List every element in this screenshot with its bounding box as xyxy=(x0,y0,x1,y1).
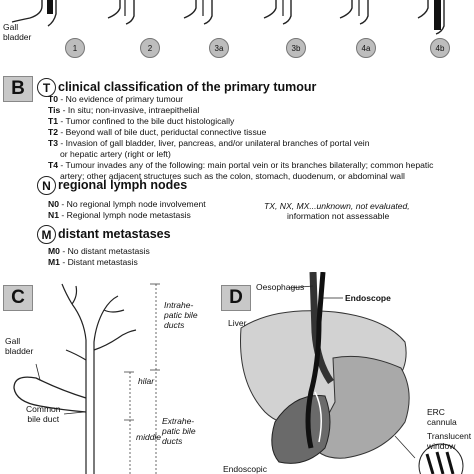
intrahepatic-label: Intrahe- patic bile ducts xyxy=(164,300,198,330)
stage-badge-1: 1 xyxy=(65,38,85,58)
row-code: T3 xyxy=(48,138,59,148)
row-text: - No evidence of primary tumour xyxy=(58,94,184,104)
row-code: M1 xyxy=(48,257,60,267)
panel-c-letter: C xyxy=(3,285,33,311)
stage-2-duct xyxy=(107,0,135,25)
row-text: - Distant metastasis xyxy=(59,257,138,267)
m-badge: M xyxy=(37,225,56,244)
oesophagus-label: Oesophagus xyxy=(256,282,305,292)
stage-badge-2: 2 xyxy=(140,38,160,58)
stage-badge-3b: 3b xyxy=(286,38,306,58)
row-code: T4 xyxy=(48,160,59,170)
stage-1-duct xyxy=(11,0,57,27)
n-badge: N xyxy=(37,176,56,195)
classification-row: T3 - Invasion of gall bladder, liver, pa… xyxy=(48,138,370,148)
t-badge: T xyxy=(37,78,56,97)
stage-badge-4a: 4a xyxy=(356,38,376,58)
bile-duct-anatomy-drawing xyxy=(13,283,160,474)
bile-duct-stage-drawings xyxy=(11,0,445,35)
row-code: Tis xyxy=(48,105,61,115)
middle-label: middle xyxy=(136,432,162,442)
row-code: T2 xyxy=(48,127,59,137)
row-text: - Beyond wall of bile duct, periductal c… xyxy=(58,127,267,137)
classification-row: Tis - In situ; non-invasive, intraepithe… xyxy=(48,105,199,115)
classification-row: M0 - No distant metastasis xyxy=(48,246,150,256)
row-text: - Tumour invades any of the following: m… xyxy=(58,160,434,170)
stage-3a-duct xyxy=(183,0,213,25)
stage-4b-duct xyxy=(417,0,445,35)
row-code: N0 xyxy=(48,199,59,209)
classification-row: T2 - Beyond wall of bile duct, periducta… xyxy=(48,127,266,137)
classification-row: T1 - Tumor confined to the bile duct his… xyxy=(48,116,234,126)
extrahepatic-label: Extrahe- patic bile ducts xyxy=(162,416,196,446)
classification-row: T4 - Tumour invades any of the following… xyxy=(48,160,433,170)
common-bile-duct-label: Common bile duct xyxy=(26,404,61,424)
classification-row: N0 - No regional lymph node involvement xyxy=(48,199,206,209)
erc-cannula-label: ERC cannula xyxy=(427,407,457,427)
stage-badge-4b: 4b xyxy=(430,38,450,58)
stage-badge-3a: 3a xyxy=(209,38,229,58)
hilar-label: hilar xyxy=(138,376,155,386)
m-section-title: distant metastases xyxy=(58,227,171,241)
liver-label: Liver xyxy=(228,318,247,328)
stage-4a-duct xyxy=(339,0,369,25)
gallbladder-label-a: Gall bladder xyxy=(3,22,32,42)
n-section-title: regional lymph nodes xyxy=(58,178,188,192)
row-text: - Tumor confined to the bile duct histol… xyxy=(58,116,235,126)
row-code: N1 xyxy=(48,210,59,220)
panel-d-letter: D xyxy=(221,285,251,311)
row-text: - No distant metastasis xyxy=(59,246,150,256)
t-section-title: clinical classification of the primary t… xyxy=(58,80,317,94)
panel-b-letter: B xyxy=(3,76,33,102)
endoscopy-anatomy-drawing xyxy=(240,272,464,474)
row-text: or hepatic artery (right or left) xyxy=(60,149,171,159)
row-text: - Invasion of gall bladder, liver, pancr… xyxy=(58,138,370,148)
row-code: T0 xyxy=(48,94,59,104)
row-text: artery; other adjacent structures such a… xyxy=(60,171,405,181)
unknown-note-line1: TX, NX, MX...unknown, not evaluated, xyxy=(264,201,410,211)
translucent-window-label: Translucent window xyxy=(427,431,472,451)
row-text: - No regional lymph node involvement xyxy=(59,199,206,209)
row-text: - In situ; non-invasive, intraepithelial xyxy=(60,105,200,115)
row-code: T1 xyxy=(48,116,59,126)
unknown-note-line2: information not assessable xyxy=(287,211,390,221)
endoscopic-label: Endoscopic xyxy=(223,464,267,474)
stage-3b-duct xyxy=(263,0,292,25)
endoscope-label: Endoscope xyxy=(345,293,391,303)
row-code: M0 xyxy=(48,246,60,256)
classification-row: T0 - No evidence of primary tumour xyxy=(48,94,183,104)
row-text: - Regional lymph node metastasis xyxy=(59,210,191,220)
classification-row: M1 - Distant metastasis xyxy=(48,257,138,267)
classification-row: N1 - Regional lymph node metastasis xyxy=(48,210,191,220)
gallbladder-label-c: Gall bladder xyxy=(5,336,34,356)
classification-row: artery; other adjacent structures such a… xyxy=(60,171,405,181)
classification-row: or hepatic artery (right or left) xyxy=(60,149,171,159)
